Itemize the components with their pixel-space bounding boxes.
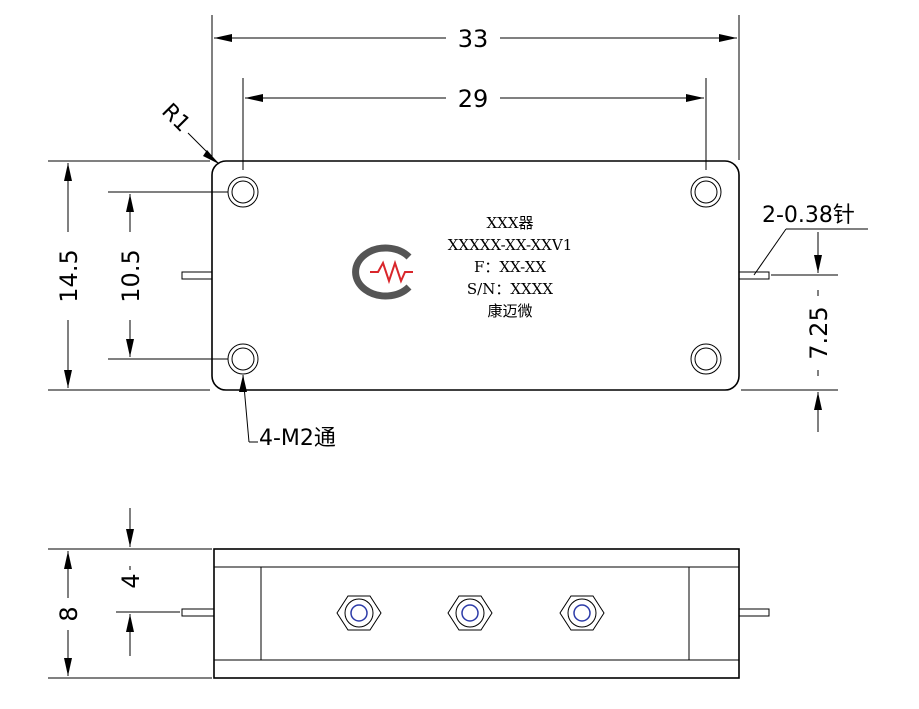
- dimension-label-7-25: 7.25: [805, 306, 833, 359]
- coax-connector-icon: [559, 595, 605, 631]
- dimension-overall-width: 33: [214, 25, 737, 53]
- dimension-pin-height: 7.25: [741, 232, 838, 432]
- mounting-hole-top-right: [690, 176, 722, 208]
- product-label: XXX器 XXXXX-XX-XXV1 F：XX-XX S/N：XXXX 康迈微: [448, 214, 572, 320]
- mounting-hole-top-left: [227, 176, 259, 208]
- side-pin-left: [181, 608, 215, 617]
- corner-radius-label: R1: [156, 99, 194, 137]
- pin-callout-label: 2-0.38针: [762, 203, 855, 228]
- mounting-hole-bottom-right: [690, 343, 722, 375]
- component-body-side: [213, 548, 740, 679]
- dimension-hole-spacing: 29: [245, 85, 704, 113]
- dimension-label-8: 8: [55, 606, 83, 621]
- dimension-label-4: 4: [117, 573, 145, 588]
- label-line-product: XXX器: [486, 214, 533, 232]
- side-view: 8 4: [48, 508, 770, 679]
- dimension-label-33: 33: [458, 25, 489, 53]
- dimension-label-14-5: 14.5: [55, 249, 83, 302]
- dimension-hole-vertical-spacing: 10.5: [117, 194, 145, 357]
- label-line-serial: S/N：XXXX: [467, 280, 553, 298]
- pin-right: [738, 271, 770, 280]
- coax-connector-icon: [336, 595, 382, 631]
- side-pin-right: [738, 608, 770, 617]
- mounting-hole-bottom-left: [227, 343, 259, 375]
- callout-pin: 2-0.38针: [753, 203, 868, 276]
- dimension-overall-height: 14.5: [55, 163, 83, 388]
- label-line-model: XXXXX-XX-XXV1: [448, 236, 572, 254]
- dimension-label-10-5: 10.5: [117, 249, 145, 302]
- dimension-label-29: 29: [458, 85, 489, 113]
- coax-connector-icon: [447, 595, 493, 631]
- dimension-pin-offset: 4: [117, 508, 145, 656]
- callout-mounting-holes: 4-M2通: [239, 374, 336, 451]
- label-line-frequency: F：XX-XX: [474, 258, 546, 276]
- company-logo-icon: [352, 244, 413, 300]
- callout-corner-radius: R1: [156, 99, 220, 165]
- pin-left: [181, 271, 213, 280]
- dimension-overall-thickness: 8: [55, 551, 83, 676]
- hole-callout-label: 4-M2通: [259, 426, 336, 451]
- label-line-brand: 康迈微: [487, 302, 532, 320]
- top-view: 33 29 R1: [48, 15, 868, 451]
